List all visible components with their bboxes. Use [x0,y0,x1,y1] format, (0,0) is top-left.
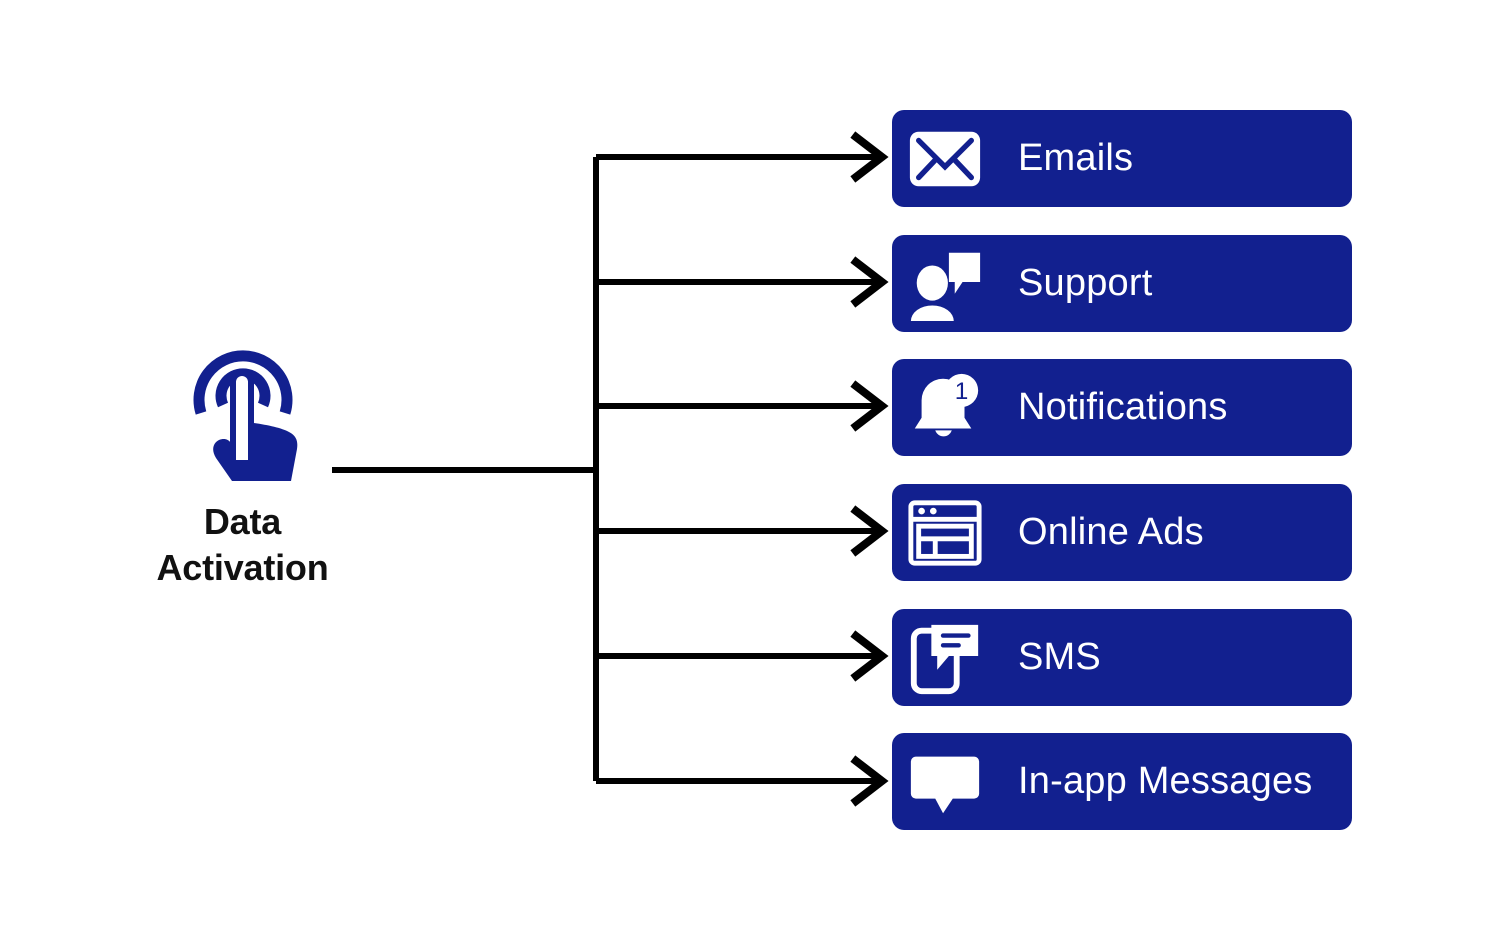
channel-label: Emails [1018,137,1134,179]
bell-badge-icon: 1 [902,368,988,448]
speech-bubble-icon [902,742,988,822]
phone-message-icon [902,618,988,698]
tap-gesture-icon [183,335,303,485]
arrowhead-in-app-messages [850,755,889,807]
channel-card-emails[interactable]: Emails [892,110,1352,207]
person-speech-bubble-icon [902,244,988,324]
channel-label: In-app Messages [1018,760,1313,802]
arrowhead-sms [850,630,889,682]
channel-label: SMS [1018,636,1101,678]
channel-card-sms[interactable]: SMS [892,609,1352,706]
envelope-icon [902,119,988,199]
arrowhead-online-ads [850,505,889,557]
arrowhead-notifications [850,380,889,432]
channel-label: Support [1018,262,1153,304]
browser-window-icon [902,493,988,573]
channel-label: Online Ads [1018,511,1204,553]
channel-card-support[interactable]: Support [892,235,1352,332]
channel-label: Notifications [1018,386,1228,428]
source-node: Data Activation [100,335,385,600]
notification-badge-count: 1 [955,378,969,405]
channel-card-online-ads[interactable]: Online Ads [892,484,1352,581]
channel-card-in-app-messages[interactable]: In-app Messages [892,733,1352,830]
channel-card-notifications[interactable]: 1 Notifications [892,359,1352,456]
source-label: Data Activation [156,501,329,589]
arrowhead-support [850,256,889,308]
arrowhead-emails [850,131,889,183]
